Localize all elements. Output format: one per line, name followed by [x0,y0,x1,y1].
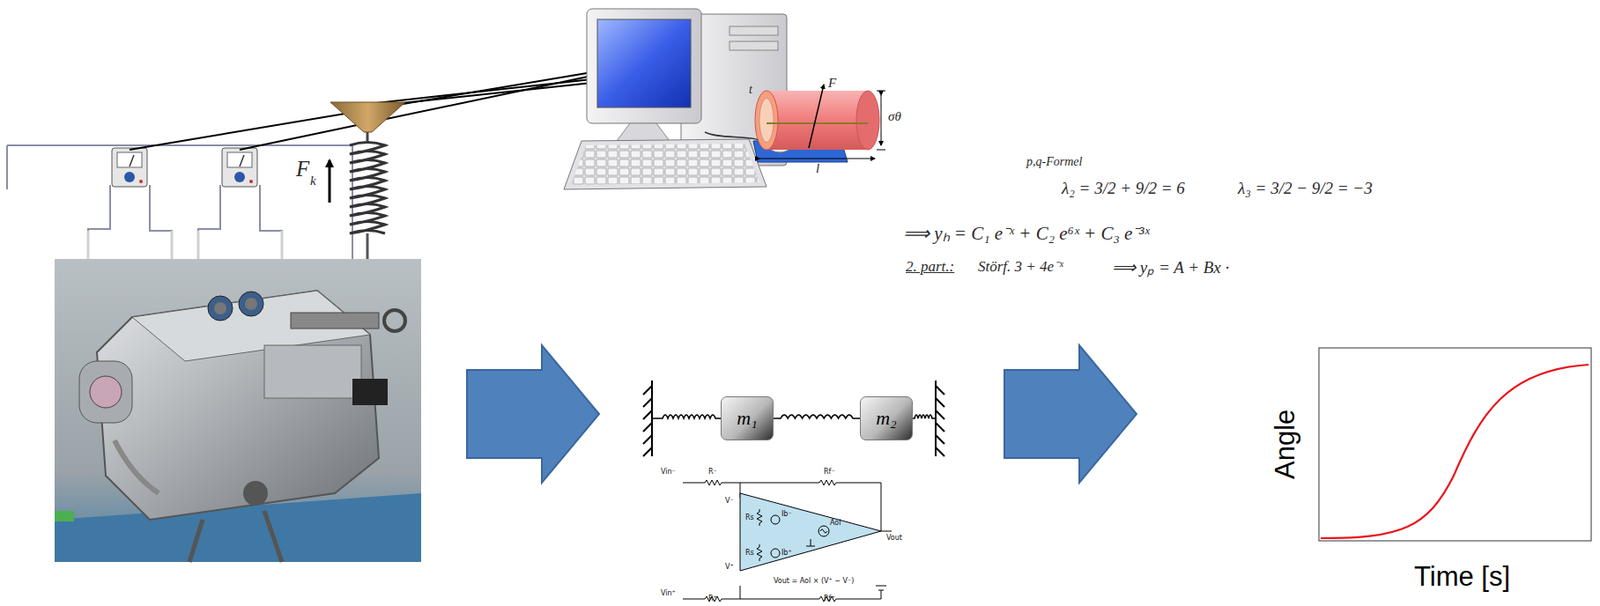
multimeter [111,148,148,187]
current-name: Ib⁺ [781,549,793,558]
equation: Vout = Aol × (V⁺ − V⁻) [773,577,854,586]
force-symbol: F [828,75,837,91]
handwritten-note: 2. part.: [905,259,955,276]
dimension-symbol: l [815,161,820,177]
cylinder [755,84,886,159]
handwritten-equation: ⟹ yₚ = A + Bx · [1111,259,1230,278]
resistor-name: Rf⁻ [823,468,836,477]
handwritten-note: p,q-Formel [1026,155,1082,169]
spring-connector [773,414,860,419]
mass-block: m₁ [720,396,774,441]
current-name: Ib⁻ [781,511,793,519]
signal-name: Vout [886,534,903,543]
mass-block: m₂ [859,396,913,441]
block-arrow [1004,345,1137,483]
dimension-symbol: t [748,82,753,97]
signal-name: V⁺ [725,563,734,572]
stress-symbol: σθ [888,109,902,125]
resistor-name: R⁺ [708,595,718,604]
signal-name: Vin⁺ [660,590,676,599]
block-arrow [466,345,600,483]
resistor-name: R⁻ [708,468,718,477]
plot-curve [1320,364,1589,539]
axis-label: Angle [1270,409,1301,480]
resistor-name: Rs [745,549,755,558]
handwritten-equation: λ₃ = 3/2 − 9/2 = −3 [1237,179,1373,199]
handwritten-equation: Störf. 3 + 4e⁻ˣ [977,259,1064,276]
plot-frame [1318,348,1592,541]
handwritten-equation: λ₂ = 3/2 + 9/2 = 6 [1061,179,1186,199]
mass-name: m₂ [875,407,897,430]
force-symbol: F [296,156,310,182]
op-amp [682,480,892,602]
multimeter [222,148,258,187]
axis-label: Time [s] [1414,562,1511,593]
handwritten-equation: ⟹ yₕ = C₁ e⁻ˣ + C₂ e⁶ˣ + C₃ e⁻³ˣ [903,223,1150,245]
device-photo [54,259,422,563]
mass-name: m₁ [736,407,758,430]
signal-name: V⁻ [725,497,734,506]
signal-name: Vin⁻ [660,468,676,477]
resistor-name: Rf⁺ [823,595,836,604]
resistor-name: Rs [745,514,755,523]
force-subscript: k [310,173,317,189]
gain-name: Aol [829,519,841,528]
